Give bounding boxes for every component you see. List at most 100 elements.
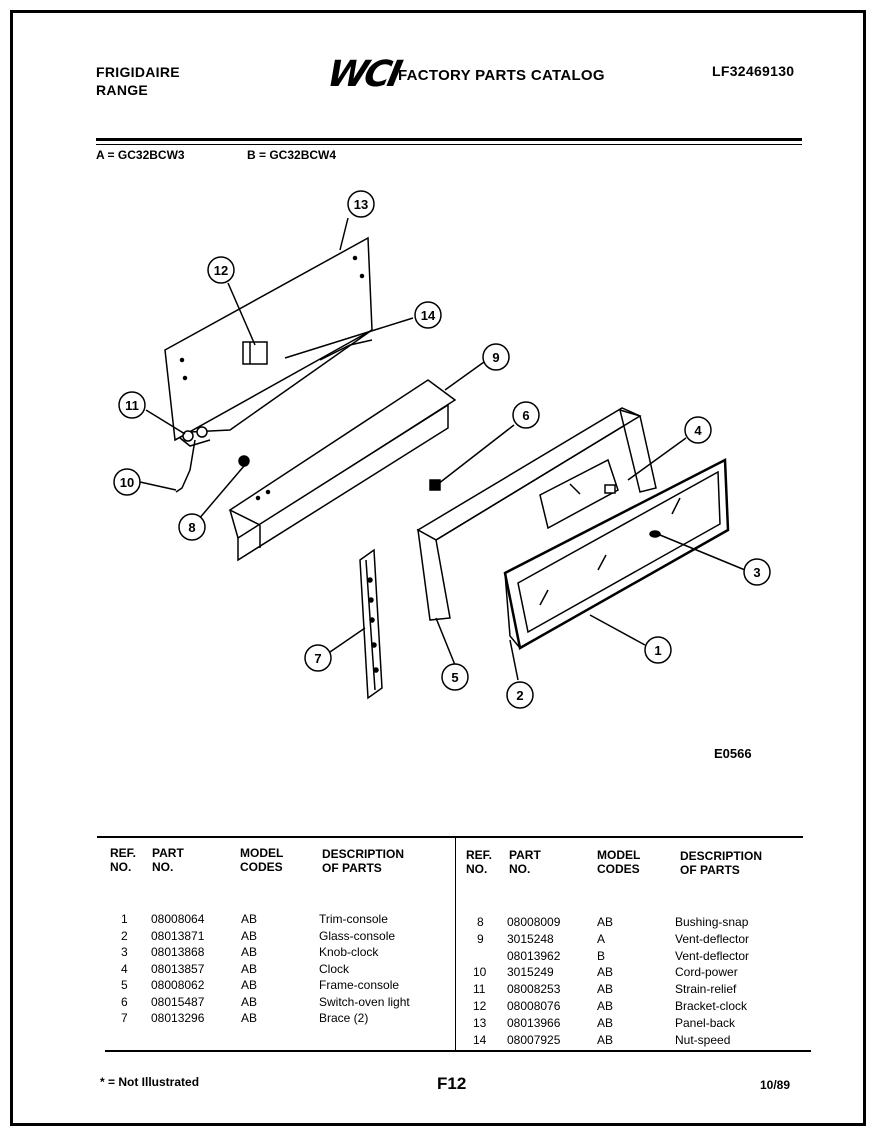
- svg-text:4: 4: [694, 423, 702, 438]
- part-number: 08013868: [151, 945, 205, 959]
- ref-number: 9: [477, 931, 484, 946]
- model-code: AB: [241, 912, 258, 926]
- ref-number: 13: [473, 1015, 487, 1030]
- brand-block: FRIGIDAIRE RANGE: [96, 63, 180, 99]
- ref-number: 11: [473, 982, 486, 997]
- part-number: 08015487: [151, 994, 205, 1009]
- header-rule-thin: [96, 144, 802, 145]
- callout-4: 4: [684, 416, 712, 444]
- part-number: 08013966: [507, 1015, 561, 1030]
- part-description: Strain-relief: [675, 982, 737, 997]
- part-description: Panel-back: [675, 1015, 736, 1030]
- catalog-title: FACTORY PARTS CATALOG: [398, 67, 605, 84]
- part-number: 08008062: [151, 978, 205, 992]
- callout-8: 8: [178, 513, 206, 541]
- callout-2: 2: [506, 681, 534, 709]
- footnote: * = Not Illustrated: [100, 1075, 200, 1089]
- model-code: AB: [241, 945, 258, 959]
- page-number: F12: [437, 1074, 467, 1093]
- ref-number: 12: [473, 999, 487, 1013]
- callout-7: 7: [304, 644, 332, 672]
- part-number: 3015248: [507, 931, 554, 946]
- vent-deflector-part: [228, 379, 457, 562]
- part-description: Glass-console: [319, 928, 396, 943]
- ref-number: 5: [121, 978, 128, 992]
- callout-13: 13: [347, 190, 375, 218]
- part-description: Clock: [319, 961, 350, 976]
- ref-number: 14: [473, 1032, 487, 1047]
- product-type: RANGE: [96, 82, 149, 98]
- ref-number: 1: [121, 912, 128, 926]
- model-code: AB: [241, 961, 258, 976]
- revision-date: 10/89: [760, 1078, 791, 1092]
- svg-text:14: 14: [421, 308, 436, 323]
- callout-1: 1: [644, 636, 672, 664]
- callout-6: 6: [512, 401, 540, 429]
- part-number: 08008076: [507, 999, 561, 1013]
- svg-text:13: 13: [354, 197, 368, 212]
- ref-number: 8: [477, 915, 484, 929]
- part-description: Knob-clock: [319, 945, 379, 959]
- knob-clock-part: [649, 530, 661, 538]
- callout-12: 12: [207, 256, 235, 284]
- header-ref-right: REF.NO.: [466, 848, 493, 876]
- model-code: AB: [597, 999, 614, 1013]
- svg-text:11: 11: [125, 398, 139, 413]
- glass-console-part: [504, 572, 521, 649]
- part-description: Trim-console: [319, 912, 388, 926]
- callout-9: 9: [482, 343, 510, 371]
- svg-text:5: 5: [451, 670, 458, 685]
- model-code: AB: [597, 1032, 614, 1047]
- brace-part: [359, 548, 383, 700]
- part-description: Cord-power: [675, 965, 738, 980]
- model-a-label: A = GC32BCW3: [96, 148, 185, 162]
- part-description: Bracket-clock: [675, 999, 748, 1013]
- part-number: 3015249: [507, 965, 554, 980]
- svg-text:3: 3: [753, 565, 760, 580]
- model-code: A: [597, 931, 606, 946]
- part-description: Frame-console: [319, 978, 400, 992]
- model-code: B: [597, 948, 606, 963]
- part-description: Nut-speed: [675, 1032, 731, 1047]
- header-ref-left: REF.NO.: [110, 846, 137, 874]
- callout-10: 10: [113, 468, 141, 496]
- part-description: Bushing-snap: [675, 915, 749, 929]
- callout-5: 5: [441, 663, 469, 691]
- callout-14: 14: [414, 301, 442, 329]
- nut-speed-part: [319, 339, 373, 361]
- svg-text:10: 10: [120, 475, 134, 490]
- part-description: Vent-deflector: [675, 948, 750, 963]
- svg-text:12: 12: [214, 263, 228, 278]
- panel-back-part: [164, 236, 373, 447]
- part-number: 08008009: [507, 915, 561, 929]
- ref-number: 2: [121, 928, 128, 943]
- model-code: AB: [597, 915, 614, 929]
- switch-oven-light-part: [429, 479, 441, 491]
- part-number: 08013857: [151, 961, 205, 976]
- part-number: 08008064: [151, 912, 205, 926]
- model-code: AB: [241, 928, 258, 943]
- cord-power-part: [175, 439, 196, 493]
- svg-text:6: 6: [522, 408, 529, 423]
- figure-code: E0566: [714, 746, 752, 761]
- part-number: 08013962: [507, 948, 561, 963]
- frame-console-part: [416, 407, 657, 621]
- ref-number: 3: [121, 945, 128, 959]
- page-border: [10, 10, 866, 1126]
- table-bottom-rule: [105, 1050, 811, 1052]
- svg-text:7: 7: [314, 651, 321, 666]
- ref-number: 10: [473, 965, 487, 980]
- callout-11: 11: [118, 391, 146, 419]
- part-number: 08013871: [151, 928, 205, 943]
- bushing-snap-part: [238, 455, 250, 467]
- part-number: 08008253: [507, 982, 561, 997]
- table-divider: [455, 837, 456, 1050]
- svg-text:8: 8: [188, 520, 195, 535]
- clock-part: [539, 458, 619, 530]
- table-top-rule: [97, 836, 803, 838]
- part-number: 08007925: [507, 1032, 561, 1047]
- bracket-clock-part: [242, 341, 268, 365]
